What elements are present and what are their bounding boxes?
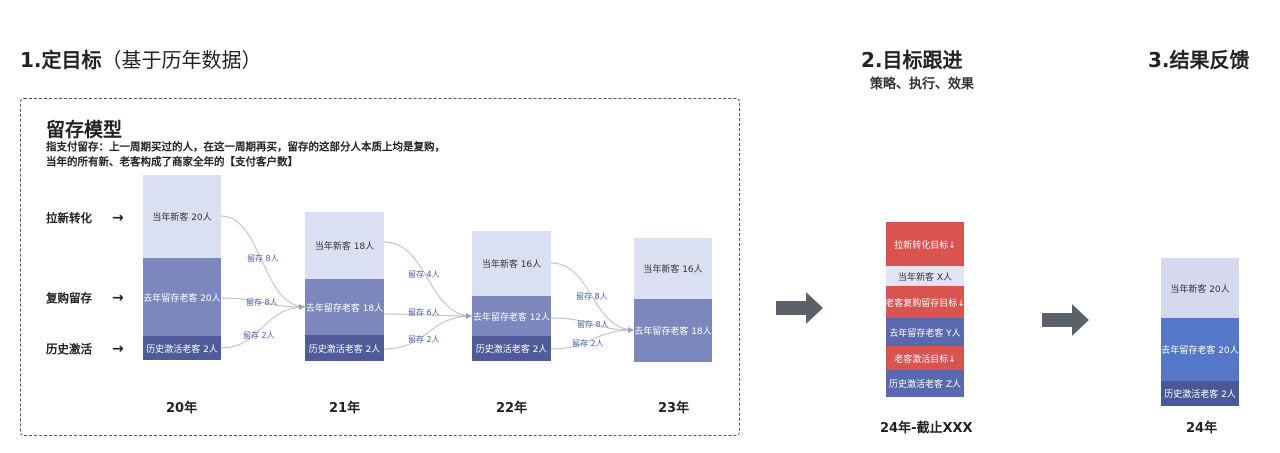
flow-label: 留存 8人 xyxy=(247,254,279,263)
bar20-reactivated: 历史激活老客 2人 xyxy=(143,336,221,360)
flow-label: 留存 8人 xyxy=(577,320,609,329)
result-reactivated-segment: 历史激活老客 2人 xyxy=(1161,381,1239,406)
flow-label: 留存 6人 xyxy=(408,308,440,317)
flow-label: 留存 8人 xyxy=(246,298,278,307)
row-label-new-text: 拉新转化 xyxy=(46,211,92,225)
right-arrow-icon xyxy=(1042,304,1089,336)
year-label-23: 23年 xyxy=(658,401,690,416)
flow-label: 留存 2人 xyxy=(572,339,604,348)
bar22-retained: 去年留存老客 12人 xyxy=(472,296,551,336)
section3-year-label: 24年 xyxy=(1186,421,1218,436)
target-retain-segment: 老客复购留存目标↓ xyxy=(885,286,965,318)
target-reactivate-segment: 老客激活目标↓ xyxy=(886,346,964,370)
year-label-21: 21年 xyxy=(329,401,361,416)
bar21-reactivated: 历史激活老客 2人 xyxy=(305,335,384,361)
row-label-retain-text: 复购留存 xyxy=(46,291,92,305)
bar22-reactivated: 历史激活老客 2人 xyxy=(472,336,551,361)
row-arrow-icon: → xyxy=(112,341,124,357)
section1-title-main: 1.定目标 xyxy=(20,48,102,72)
flow-label: 留存 2人 xyxy=(243,331,275,340)
model-desc-line1: 指支付留存：上一周期买过的人，在这一周期再买，留存的这部分人本质上均是复购， xyxy=(46,141,445,153)
row-label-new: 拉新转化 → xyxy=(46,210,124,226)
section2-subtitle: 策略、执行、效果 xyxy=(870,77,975,92)
flow-label: 留存 8人 xyxy=(576,292,608,301)
bar20-retained: 去年留存老客 20人 xyxy=(143,258,221,336)
right-arrow-icon xyxy=(776,292,823,324)
retained-y-segment: 去年留存老客 Y人 xyxy=(886,318,964,346)
section1-title-suffix: （基于历年数据） xyxy=(101,48,262,72)
reactivated-z-segment: 历史激活老客 Z人 xyxy=(886,370,964,397)
bar23-new: 当年新客 16人 xyxy=(634,238,712,299)
section1-title: 1.定目标（基于历年数据） xyxy=(20,44,262,73)
row-label-reactivate-text: 历史激活 xyxy=(46,342,92,356)
result-retained-segment: 去年留存老客 20人 xyxy=(1161,318,1239,381)
model-desc-line2: 当年的所有新、老客构成了商家全年的【支付客户数】 xyxy=(46,156,298,168)
new-customer-x-segment: 当年新客 X人 xyxy=(886,266,964,286)
flow-label: 留存 2人 xyxy=(408,335,440,344)
result-new-segment: 当年新客 20人 xyxy=(1161,258,1239,318)
model-title: 留存模型 xyxy=(46,119,123,141)
year-label-20: 20年 xyxy=(166,401,198,416)
row-arrow-icon: → xyxy=(112,210,124,226)
retention-model-panel xyxy=(20,98,740,436)
bar20-new: 当年新客 20人 xyxy=(143,175,221,258)
target-new-segment: 拉新转化目标↓ xyxy=(886,222,964,266)
section3-title: 3.结果反馈 xyxy=(1148,48,1250,72)
bar23-retained: 去年留存老客 18人 xyxy=(634,299,712,362)
bar22-new: 当年新客 16人 xyxy=(472,231,551,296)
bar21-retained: 去年留存老客 18人 xyxy=(305,279,384,335)
row-arrow-icon: → xyxy=(112,290,124,306)
row-label-retain: 复购留存 → xyxy=(46,290,124,306)
flow-label: 留存 4人 xyxy=(408,270,440,279)
section2-title: 2.目标跟进 xyxy=(861,48,963,72)
row-label-reactivate: 历史激活 → xyxy=(46,341,124,357)
section2-year-label: 24年-截止XXX xyxy=(880,421,973,436)
year-label-22: 22年 xyxy=(496,401,528,416)
bar21-new: 当年新客 18人 xyxy=(305,212,384,279)
